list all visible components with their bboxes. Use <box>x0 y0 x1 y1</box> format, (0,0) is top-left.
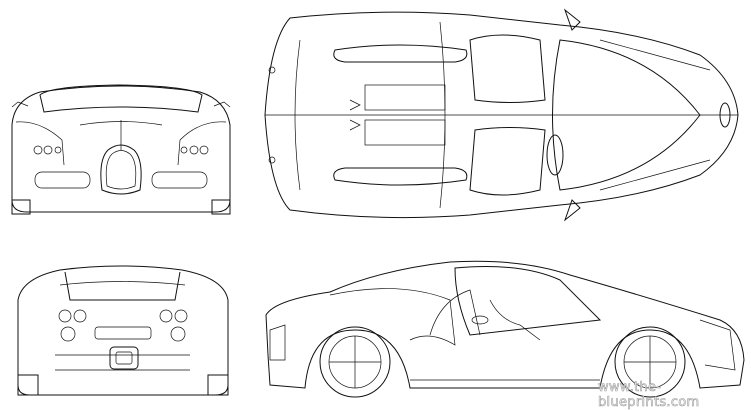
rear-view <box>17 265 229 396</box>
watermark-text: www.the-blueprints.com <box>598 380 700 410</box>
top-view <box>264 8 739 222</box>
side-view <box>265 260 745 398</box>
front-view <box>11 84 231 215</box>
